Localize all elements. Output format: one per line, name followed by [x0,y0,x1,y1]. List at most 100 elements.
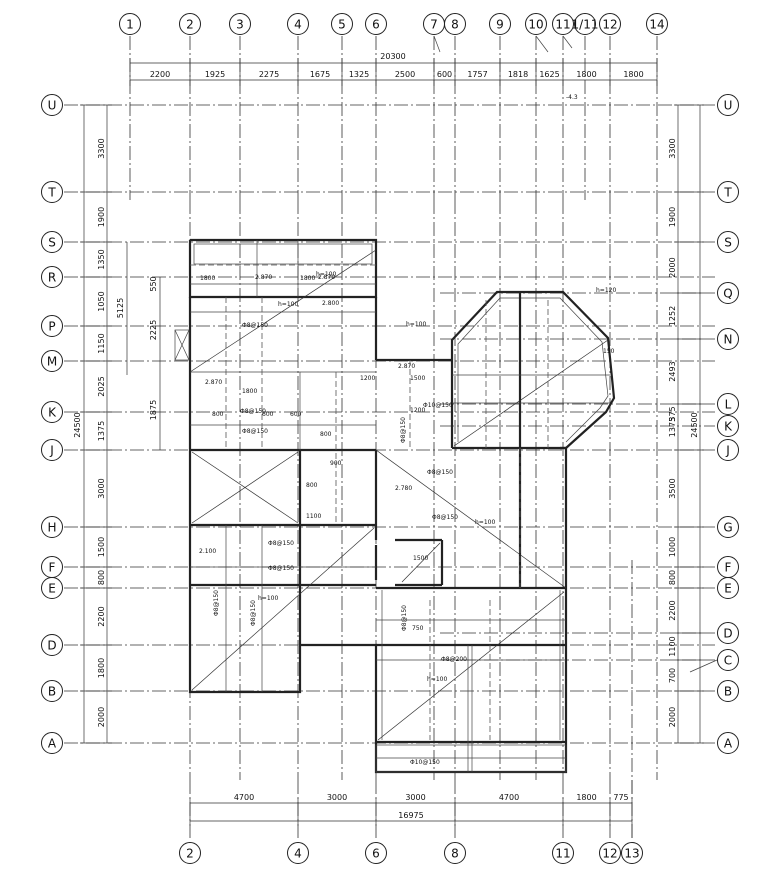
axis-bubble-label: 13 [624,847,639,861]
dim-right: 3500 [668,478,677,498]
rebar-label: Φ8@150 [250,600,257,626]
axis-bubble-circle [41,401,63,423]
small-dim-label: 800 [212,411,224,418]
axis-bubble-label: D [723,627,732,641]
dim-top: 1800 [576,70,596,79]
axis-bubble-label: 7 [430,18,438,32]
axis-bubble-label: S [48,236,56,250]
slab-thickness-label: h=100 [475,519,495,526]
axis-bubble-top: 10 [525,13,547,35]
axis-bubble-label: 5 [338,18,346,32]
dim-left-inner: 550 [149,276,158,291]
axis-bubble-left: E [41,577,63,599]
dim-right: 1375 [668,417,677,437]
axis-bubble-label: H [47,521,56,535]
slab-outline [174,238,616,774]
dim-right: 1252 [668,306,677,326]
axis-bubble-circle [444,842,466,864]
slab-thickness-label: h=100 [278,301,298,308]
axis-bubble-right: S [717,231,739,253]
axis-bubble-left: M [41,350,63,372]
elevation-label: 2.100 [199,548,216,555]
dim-top: 1757 [467,70,487,79]
dim-top: 2200 [150,70,170,79]
axis-bubble-top: 11 [552,13,574,35]
small-dim-label: 800 [320,431,332,438]
axis-bubble-label: B [48,685,56,699]
rebar-label: Φ8@150 [401,605,408,631]
small-dim-label: 1100 [306,513,321,520]
dim-right: 2000 [668,257,677,277]
axis-bubble-label: A [724,737,733,751]
axis-bubble-label: Q [723,287,732,301]
axis-bubble-label: 8 [451,18,459,32]
axis-bubble-left: P [41,315,63,337]
axis-bubble-circle [179,13,201,35]
small-dim-label: 750 [412,625,424,632]
axis-bubble-circle [646,13,668,35]
dim-left: 1375 [97,421,106,441]
dim-right: 2200 [668,600,677,620]
axis-bubble-right: A [717,732,739,754]
axis-bubble-circle [489,13,511,35]
axis-bubble-label: 11 [555,847,570,861]
dim-total-left: 24500 [73,412,82,437]
axis-bubble-top: 1 [119,13,141,35]
axis-bubble-circle [717,622,739,644]
axis-bubble-circle [41,732,63,754]
dim-left: 3300 [97,138,106,158]
axis-bubble-circle [41,439,63,461]
axis-bubble-top: 9 [489,13,511,35]
axis-bubble-circle [574,13,596,35]
axis-bubble-label: 4 [294,18,302,32]
rebar-label: Φ8@150 [427,469,453,476]
axis-bubble-circle [41,266,63,288]
axis-bubble-circle [365,13,387,35]
leader-line [689,659,718,673]
dim-bottom: 3000 [327,793,347,802]
axis-bubble-label: A [48,737,57,751]
dim-left-inner: 5125 [116,298,125,318]
small-dim-label: 1200 [410,407,425,414]
axis-bubble-circle [717,94,739,116]
axis-bubble-label: C [724,654,732,668]
axis-bubble-label: 1 [126,18,134,32]
axis-bubble-circle [717,282,739,304]
small-dim-label: 1200 [360,375,375,382]
axis-bubble-circle [599,842,621,864]
rebar-label: Φ8@150 [268,540,294,547]
dim-total-bottom: 16975 [398,811,423,820]
axis-bubble-circle [444,13,466,35]
small-dim-label: 1800 [300,275,315,282]
axis-bubble-circle [621,842,643,864]
axis-bubble-circle [717,649,739,671]
axis-bubble-right: G [717,516,739,538]
axis-bubble-circle [525,13,547,35]
dim-bottom: 775 [613,793,628,802]
axis-bubble-top: 14 [646,13,668,35]
dim-right: 700 [668,668,677,683]
axis-bubble-left: T [41,181,63,203]
axis-bubble-circle [41,350,63,372]
small-dim-label: 1800 [200,275,215,282]
axis-bubble-circle [287,13,309,35]
axis-bubble-label: E [724,582,732,596]
level-mark: -4.3 [566,94,578,101]
axis-bubble-top: 3 [229,13,251,35]
axis-grid-lines [64,36,715,840]
rebar-label: Φ10@150 [410,759,440,766]
axis-bubble-right: C [717,649,739,671]
small-dim-label: 1500 [413,555,428,562]
axis-bubble-left: S [41,231,63,253]
axis-bubble-left: K [41,401,63,423]
dim-right: 1900 [668,207,677,227]
axis-bubble-label: 14 [649,18,664,32]
rebar-label: Φ8@150 [242,428,268,435]
axis-bubble-label: K [48,406,57,420]
dim-left: 2000 [97,707,106,727]
dim-right: 3300 [668,138,677,158]
axis-bubble-circle [287,842,309,864]
rebar-label: Φ8@150 [400,417,407,443]
axis-bubble-circle [41,231,63,253]
